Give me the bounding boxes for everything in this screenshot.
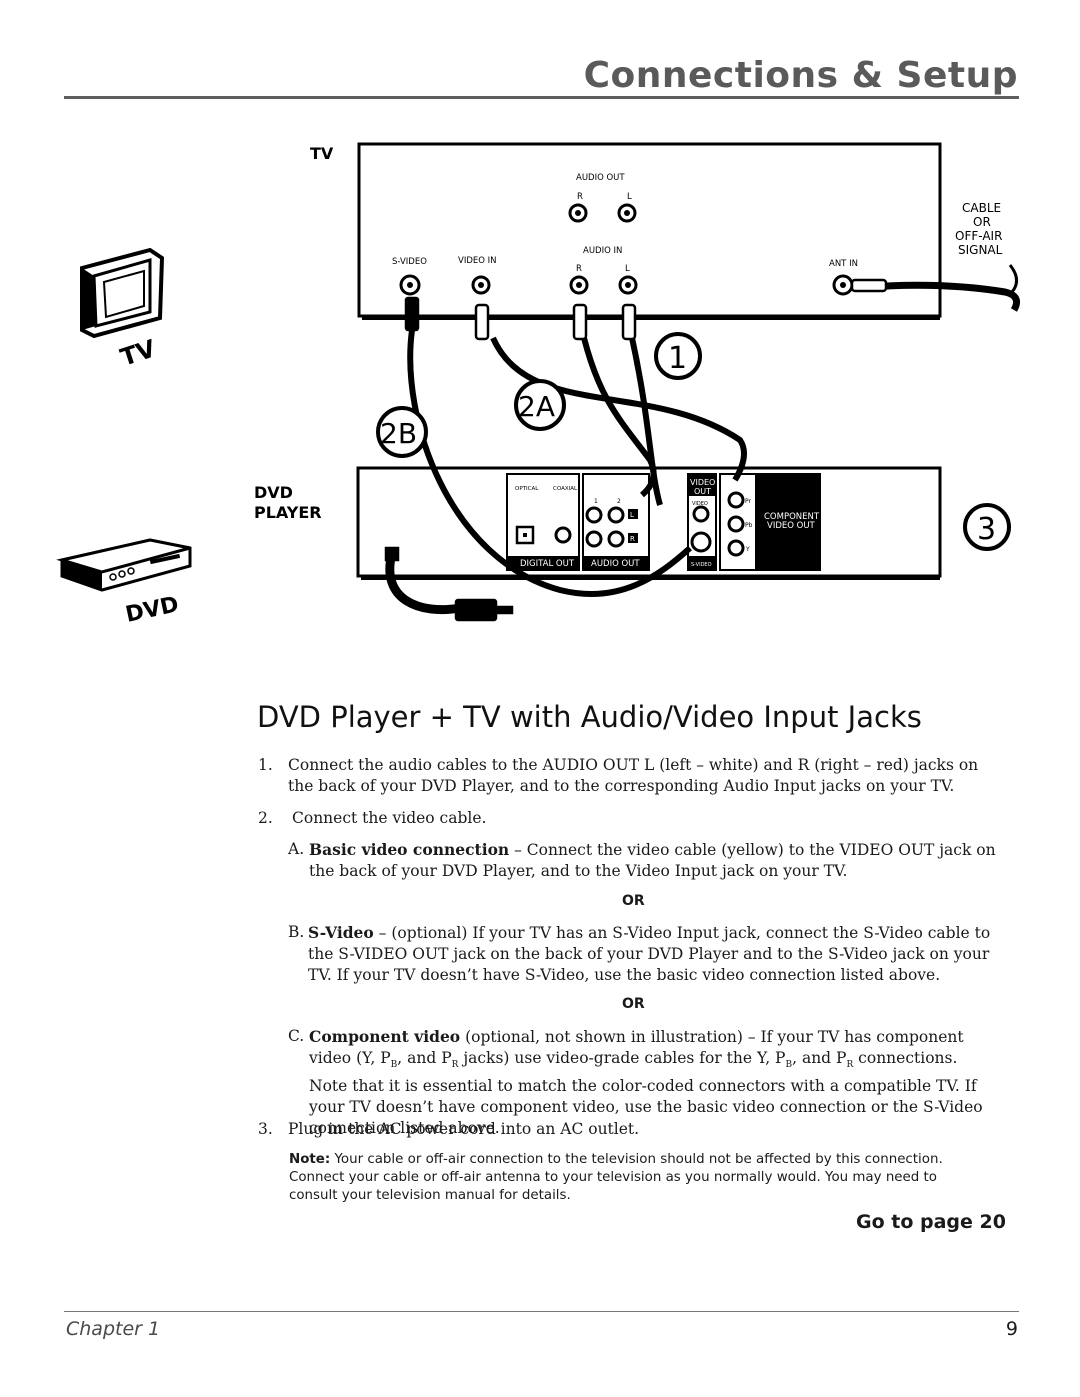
- dvd-icon: [56, 538, 192, 592]
- tv-video-in-label: VIDEO IN: [458, 256, 497, 266]
- step-2: 2. Connect the video cable.: [258, 808, 998, 829]
- callout-2a-label: 2A: [518, 390, 555, 423]
- or-separator-2: OR: [622, 996, 645, 1012]
- dvd-video-out-section: [687, 473, 717, 571]
- step-3-text: Plug in the AC power cord into an AC out…: [288, 1120, 640, 1138]
- dvd-ch2-label: 2: [617, 498, 621, 505]
- or-separator-1: OR: [622, 893, 645, 909]
- tv-audio-in-r-label: R: [576, 264, 582, 274]
- dvd-coaxial-label: COAXIAL: [553, 486, 578, 492]
- option-c-prefix: C.: [288, 1027, 305, 1045]
- tv-icon: [80, 247, 165, 339]
- tv-audio-out-r-label: R: [577, 192, 583, 202]
- header-rule: [64, 96, 1019, 99]
- option-c-sub-b2: B: [785, 1060, 793, 1071]
- cable-plugs: [384, 296, 637, 622]
- dvd-audio-out-section: [582, 473, 650, 571]
- callout-2b: [376, 406, 428, 458]
- option-c-text-3: jacks) use video-grade cables for the Y,…: [458, 1049, 786, 1067]
- step-1-number: 1.: [258, 756, 273, 774]
- tv-ant-in-label: ANT IN: [829, 259, 858, 269]
- option-c-text-4: , and P: [792, 1049, 847, 1067]
- footer-rule: [64, 1311, 1019, 1312]
- step-2-number: 2.: [258, 809, 273, 827]
- dvd-video-out-label-1: VIDEO: [690, 478, 715, 487]
- dvd-ch1-label: 1: [594, 498, 598, 505]
- callout-2b-label: 2B: [380, 417, 417, 450]
- signal-label-line3: OFF-AIR: [955, 229, 1002, 243]
- dvd-video-label: VIDEO: [692, 501, 708, 507]
- tv-input-jacks: [399, 274, 854, 296]
- cables: [385, 329, 747, 615]
- go-to-page-link[interactable]: Go to page 20: [856, 1211, 1006, 1233]
- option-c-sub-b1: B: [390, 1060, 398, 1071]
- tv-block-label: TV: [310, 144, 334, 163]
- step-3: 3. Plug in the AC power cord into an AC …: [258, 1119, 998, 1140]
- option-c-sub-r1: R: [451, 1060, 459, 1071]
- step-1: 1. Connect the audio cables to the AUDIO…: [258, 755, 998, 797]
- option-a-title: Basic video connection: [309, 840, 510, 859]
- dvd-s-video-label: S-VIDEO: [691, 562, 712, 568]
- dvd-y-label: Y: [745, 546, 750, 553]
- option-a-prefix: A.: [288, 840, 305, 858]
- dvd-block-label-line1: DVD: [254, 483, 293, 502]
- dvd-block-label-line2: PLAYER: [254, 503, 322, 522]
- note: Note: Your cable or off-air connection t…: [289, 1151, 989, 1205]
- dvd-component-label-1: COMPONENT: [764, 512, 820, 522]
- tv-audio-out-label: AUDIO OUT: [576, 173, 625, 183]
- option-c-sub-r2: R: [846, 1060, 854, 1071]
- tv-s-video-label: S-VIDEO: [392, 257, 427, 267]
- dvd-component-label-2: VIDEO OUT: [767, 521, 816, 531]
- dvd-pr-label: Pr: [745, 498, 752, 505]
- dvd-r-label: R: [630, 535, 635, 543]
- tv-audio-out-l-label: L: [627, 192, 632, 202]
- option-c-text-1: (optional, not shown in illustration) – …: [309, 1028, 964, 1067]
- tv-audio-out-jacks: [568, 203, 637, 223]
- section-heading: DVD Player + TV with Audio/Video Input J…: [257, 700, 922, 734]
- dvd-audio-out-label: AUDIO OUT: [591, 559, 640, 569]
- dvd-video-out-label-2: OUT: [694, 487, 711, 496]
- callout-3: [963, 503, 1011, 551]
- option-a-text: – Connect the video cable (yellow) to th…: [309, 841, 996, 880]
- connection-diagram: TV DVD TV DVD PLAYER AUDIO OUT R L S-VID…: [56, 142, 1020, 628]
- tv-icon-label: TV: [117, 334, 159, 372]
- callout-2a: [514, 379, 566, 431]
- dvd-component-section: [719, 473, 821, 571]
- option-a: A. Basic video connection – Connect the …: [288, 839, 1000, 882]
- tv-audio-in-label: AUDIO IN: [583, 246, 622, 256]
- option-c-title: Component video: [309, 1027, 461, 1046]
- dvd-optical-label: OPTICAL: [515, 486, 539, 492]
- dvd-digital-out-section: [506, 473, 580, 571]
- dvd-pb-label: Pb: [745, 522, 753, 529]
- step-1-text: Connect the audio cables to the AUDIO OU…: [288, 756, 979, 795]
- signal-label-line1: CABLE: [962, 201, 1001, 215]
- signal-label-line2: OR: [973, 215, 991, 229]
- callout-3-label: 3: [977, 512, 996, 547]
- dvd-digital-out-label: DIGITAL OUT: [520, 559, 575, 569]
- step-2-text: Connect the video cable.: [292, 809, 487, 827]
- dvd-l-label: L: [630, 511, 634, 519]
- step-3-number: 3.: [258, 1120, 273, 1138]
- signal-label-line4: SIGNAL: [958, 243, 1003, 257]
- dvd-icon-label: DVD: [123, 592, 181, 628]
- callout-1: [654, 332, 702, 380]
- option-c: C. Component video (optional, not shown …: [288, 1026, 1000, 1139]
- tv-audio-in-l-label: L: [625, 264, 630, 274]
- callout-1-label: 1: [668, 341, 687, 376]
- option-b-prefix: B.: [288, 923, 305, 941]
- footer-page-number: 9: [1005, 1318, 1018, 1340]
- option-b-title: S-Video: [308, 923, 374, 942]
- note-text: Your cable or off-air connection to the …: [289, 1152, 943, 1203]
- option-c-text-2: , and P: [397, 1049, 452, 1067]
- note-label: Note:: [289, 1152, 331, 1167]
- page-header-title: Connections & Setup: [583, 55, 1018, 96]
- option-b-text: – (optional) If your TV has an S-Video I…: [308, 924, 991, 984]
- antenna-cable: [850, 264, 1020, 312]
- option-b: B. S-Video – (optional) If your TV has a…: [288, 922, 1000, 986]
- option-c-text-5: connections. Note that it is essential t…: [309, 1049, 983, 1138]
- footer-chapter: Chapter 1: [66, 1318, 161, 1340]
